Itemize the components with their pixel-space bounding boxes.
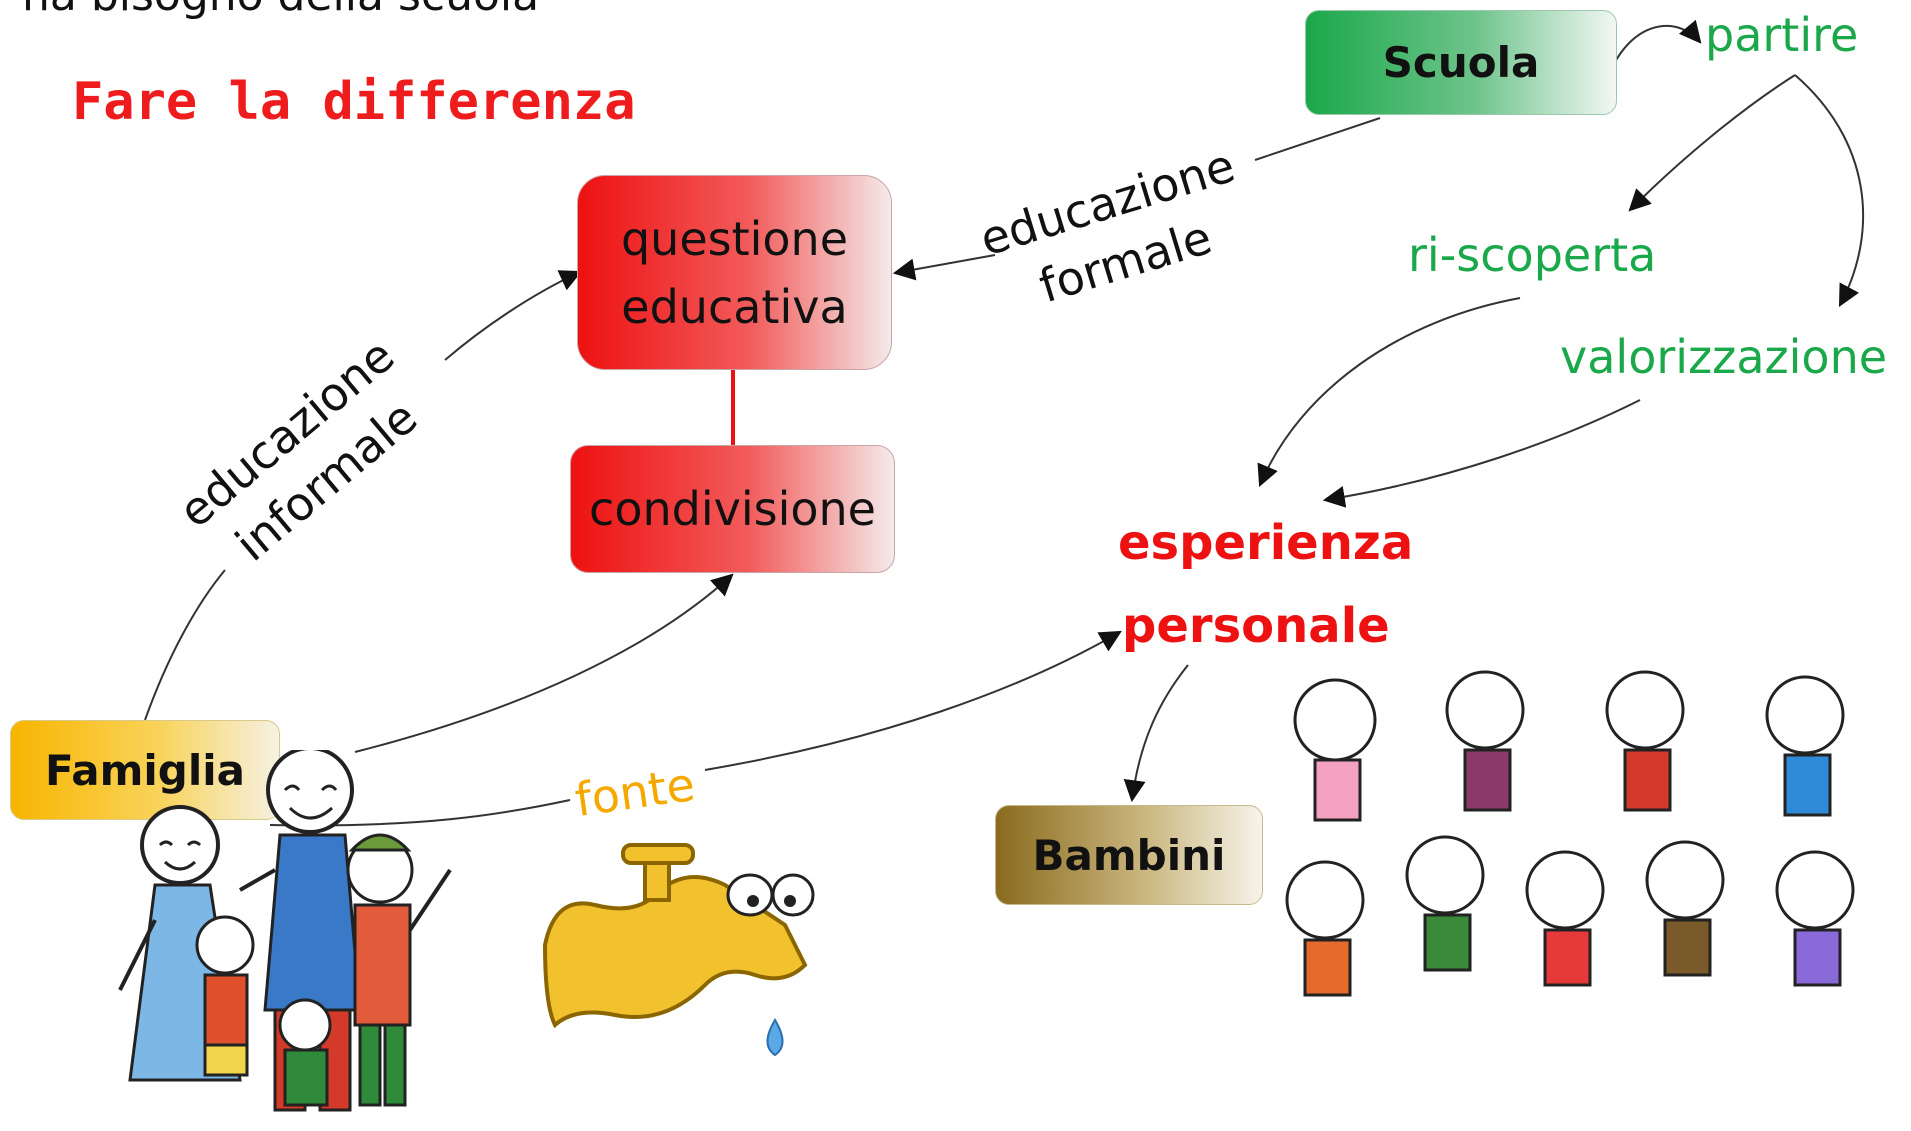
node-valorizzazione: valorizzazione [1560, 330, 1888, 384]
water-drop [766, 1018, 784, 1057]
subtitle-cut: ha bisogno della scuola [22, 0, 539, 21]
family-drawing [118, 750, 452, 1112]
node-famiglia-label: Famiglia [45, 745, 245, 795]
children-group-drawing [1285, 670, 1855, 997]
family-kid3-head [278, 998, 332, 1052]
node-bambini: Bambini [995, 805, 1263, 905]
edge-scuola-partire [1614, 19, 1702, 63]
child-row-top [1293, 670, 1845, 822]
family-dad-body [263, 833, 362, 1012]
page-title: Fare la differenza [72, 72, 636, 132]
node-condivisione: condivisione [570, 445, 895, 573]
edge-valorizzazione-esperienza [1322, 399, 1641, 508]
edge-partire-valorizzazione [1794, 74, 1865, 307]
edge-famiglia-informale [144, 569, 226, 721]
edge-esperienza-bambini [1123, 664, 1189, 803]
edge-scuola-questione [1254, 117, 1381, 161]
edge-riscoperta-esperienza [1257, 297, 1521, 488]
family-dad-head [266, 750, 354, 834]
node-questione-educativa: questione educativa [577, 175, 892, 370]
node-ri-scoperta: ri-scoperta [1408, 228, 1657, 282]
edge-formale-questione [892, 254, 996, 281]
node-questione-line1: questione [620, 211, 849, 266]
family-mom-head [140, 805, 220, 885]
node-esperienza-line2: personale [1122, 598, 1390, 654]
node-esperienza-line1: esperienza [1118, 515, 1414, 571]
family-kid1-head [195, 915, 255, 975]
dripping-faucet-drawing [542, 843, 815, 1057]
node-scuola: Scuola [1305, 10, 1617, 115]
node-scuola-label: Scuola [1382, 38, 1540, 87]
edge-fonte-esperienza [704, 630, 1122, 771]
node-condivisione-label: condivisione [589, 482, 876, 536]
node-partire: partire [1705, 8, 1859, 62]
edge-partire-riscoperta [1628, 74, 1796, 212]
edge-informale-questione [444, 270, 582, 361]
node-bambini-label: Bambini [1032, 830, 1226, 880]
child-row-bottom [1285, 835, 1855, 997]
node-questione-line2: educativa [621, 279, 848, 334]
edge-famiglia-condivisione [354, 573, 734, 753]
